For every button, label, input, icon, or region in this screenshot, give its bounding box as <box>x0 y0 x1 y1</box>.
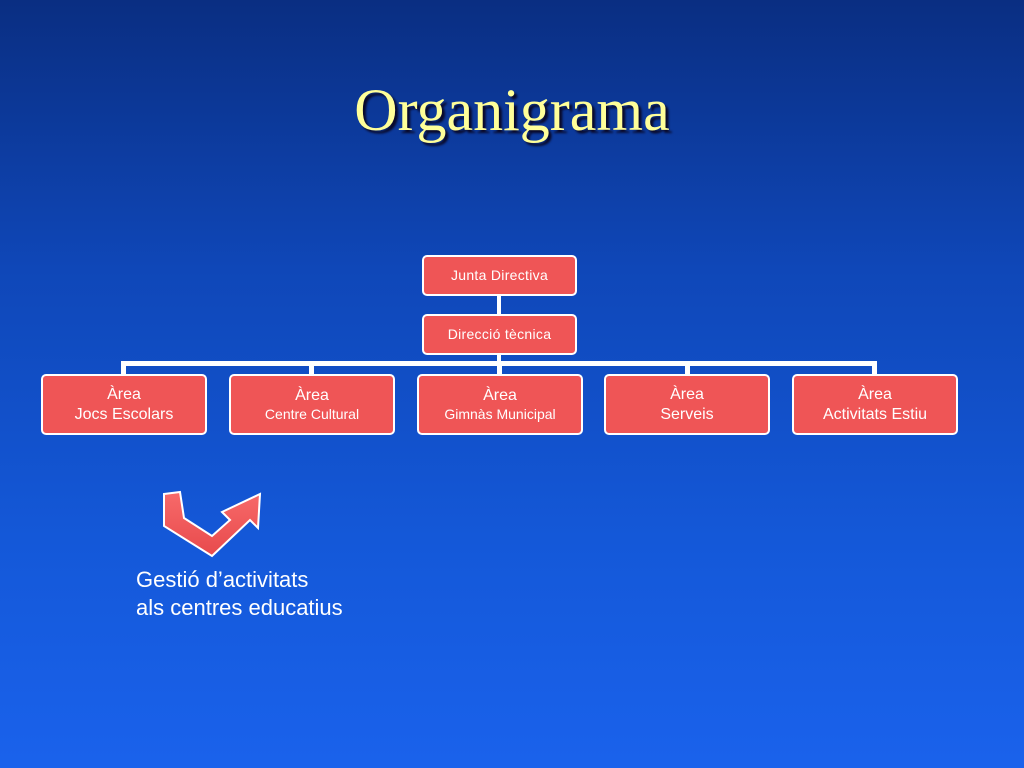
area-gimnas-municipal-box: Àrea Gimnàs Municipal <box>417 374 583 435</box>
junta-directiva-box: Junta Directiva <box>422 255 577 296</box>
area-name: Centre Cultural <box>264 405 360 422</box>
area-label: Àrea <box>858 385 892 403</box>
area-name: Activitats Estiu <box>822 405 928 423</box>
area-centre-cultural-box: Àrea Centre Cultural <box>229 374 395 435</box>
connector-area-1 <box>121 361 126 377</box>
direccio-tecnica-label: Direcció tècnica <box>447 325 552 342</box>
area-name: Serveis <box>660 405 714 423</box>
area-name: Jocs Escolars <box>74 405 174 423</box>
area-label: Àrea <box>483 386 517 404</box>
caption-line-2: als centres educatius <box>136 594 343 620</box>
area-label: Àrea <box>107 385 141 403</box>
caption: Gestió d’activitats als centres educatiu… <box>136 567 343 620</box>
connector-root-to-direction <box>497 294 501 318</box>
area-name: Gimnàs Municipal <box>444 405 556 422</box>
connector-direction-down <box>497 353 501 363</box>
connector-area-3 <box>497 361 502 377</box>
area-jocs-escolars-box: Àrea Jocs Escolars <box>41 374 207 435</box>
area-label: Àrea <box>670 385 704 403</box>
area-serveis-box: Àrea Serveis <box>604 374 770 435</box>
area-label: Àrea <box>295 386 329 404</box>
area-activitats-estiu-box: Àrea Activitats Estiu <box>792 374 958 435</box>
connector-area-4 <box>685 361 690 377</box>
connector-area-2 <box>309 361 314 377</box>
direccio-tecnica-box: Direcció tècnica <box>422 314 577 355</box>
bent-double-arrow-icon <box>163 490 262 558</box>
slide-title: Organigrama <box>354 77 670 143</box>
connector-area-5 <box>872 361 877 377</box>
caption-line-1: Gestió d’activitats <box>136 567 309 592</box>
junta-directiva-label: Junta Directiva <box>450 266 549 283</box>
